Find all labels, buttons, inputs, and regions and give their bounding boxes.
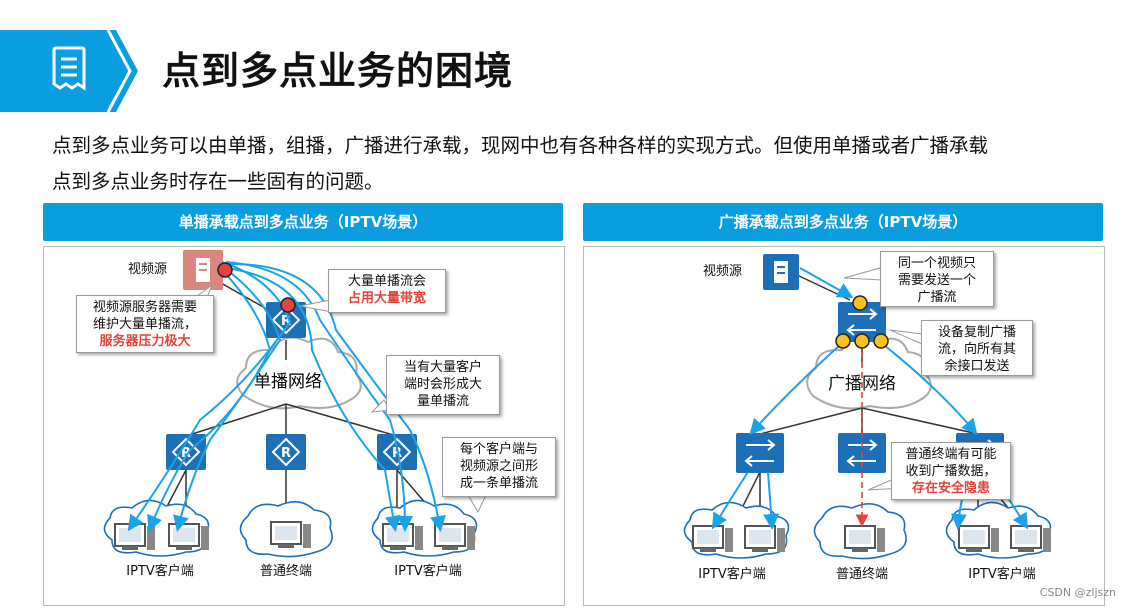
right-client-left-label: IPTV客户端 xyxy=(698,566,766,582)
callout-once-line1: 同一个视频只 xyxy=(897,256,976,271)
left-client-left-label: IPTV客户端 xyxy=(126,563,194,579)
callout-copy-line3: 余接口发送 xyxy=(944,359,1010,374)
right-edge-switch-1-icon xyxy=(735,432,785,474)
right-panel-heading: 广播承载点到多点业务（IPTV场景） xyxy=(583,203,1103,241)
left-callout-bandwidth: 大量单播流会 占用大量带宽 xyxy=(328,269,446,313)
left-panel-heading: 单播承载点到多点业务（IPTV场景） xyxy=(43,203,563,241)
callout-once-line2: 需要发送一个 xyxy=(897,273,976,288)
right-callout-replication: 设备复制广播 流，向所有其 余接口发送 xyxy=(921,320,1033,376)
callout-security-highlight: 存在安全隐患 xyxy=(911,481,990,496)
right-callout-single-stream: 同一个视频只 需要发送一个 广播流 xyxy=(880,251,994,307)
left-callout-server: 视频源服务器需要 维护大量单播流， 服务器压力极大 xyxy=(76,295,214,353)
right-iptv-pc-1-icon xyxy=(692,525,734,553)
document-list-icon xyxy=(52,46,86,91)
right-iptv-pc-3-icon xyxy=(958,525,1000,553)
left-callout-many-clients: 当有大量客户 端时会形成大 量单播流 xyxy=(386,355,500,415)
left-source-marker xyxy=(217,262,233,278)
callout-once-line3: 广播流 xyxy=(917,290,957,305)
right-normal-pc-icon xyxy=(844,525,886,553)
right-broadcast-cloud xyxy=(806,336,932,410)
callout-security-line1: 普通终端有可能 xyxy=(905,447,997,462)
left-network-label: 单播网络 xyxy=(254,372,322,392)
intro-line-1: 点到多点业务可以由单播，组播，广播进行承载，现网中也有各种各样的实现方式。但使用… xyxy=(52,134,989,157)
callout-copy-line2: 流，向所有其 xyxy=(937,342,1016,357)
left-source-label: 视频源 xyxy=(128,262,167,277)
page-title: 点到多点业务的困境 xyxy=(162,49,514,93)
callout-each-line1: 每个客户端与 xyxy=(459,442,538,457)
left-client-mid-label: 普通终端 xyxy=(260,563,312,579)
right-iptv-pc-4-icon xyxy=(1010,525,1052,553)
intro-line-2: 点到多点业务时存在一些固有的问题。 xyxy=(52,170,384,193)
right-replication-nodes xyxy=(835,295,889,349)
left-video-server-icon xyxy=(183,250,223,290)
title-banner xyxy=(0,30,138,112)
right-client-right-label: IPTV客户端 xyxy=(968,566,1036,582)
callout-bandwidth-highlight: 占用大量带宽 xyxy=(347,291,426,306)
callout-each-line3: 成一条单播流 xyxy=(459,476,538,491)
left-router-marker xyxy=(280,297,296,313)
left-client-right-label: IPTV客户端 xyxy=(394,563,462,579)
right-client-mid-label: 普通终端 xyxy=(836,566,888,582)
callout-server-line2: 维护大量单播流， xyxy=(92,317,197,332)
callout-many-line1: 当有大量客户 xyxy=(403,360,482,375)
callout-security-line2: 收到广播数据， xyxy=(905,464,997,479)
callout-server-highlight: 服务器压力极大 xyxy=(99,334,191,349)
left-unicast-flows xyxy=(127,261,446,532)
callout-server-line1: 视频源服务器需要 xyxy=(92,300,197,315)
left-callout-each-client: 每个客户端与 视频源之间形 成一条单播流 xyxy=(442,437,556,497)
right-source-label: 视频源 xyxy=(703,264,742,279)
watermark: CSDN @zljszn xyxy=(1039,586,1116,599)
callout-copy-line1: 设备复制广播 xyxy=(937,325,1016,340)
right-iptv-pc-2-icon xyxy=(744,525,786,553)
callout-bandwidth-line1: 大量单播流会 xyxy=(347,274,426,289)
callout-each-line2: 视频源之间形 xyxy=(459,459,538,474)
right-video-server-icon xyxy=(763,254,799,290)
callout-many-line2: 端时会形成大 xyxy=(403,377,482,392)
right-callout-security: 普通终端有可能 收到广播数据， 存在安全隐患 xyxy=(891,442,1011,500)
callout-many-line3: 量单播流 xyxy=(416,394,469,409)
